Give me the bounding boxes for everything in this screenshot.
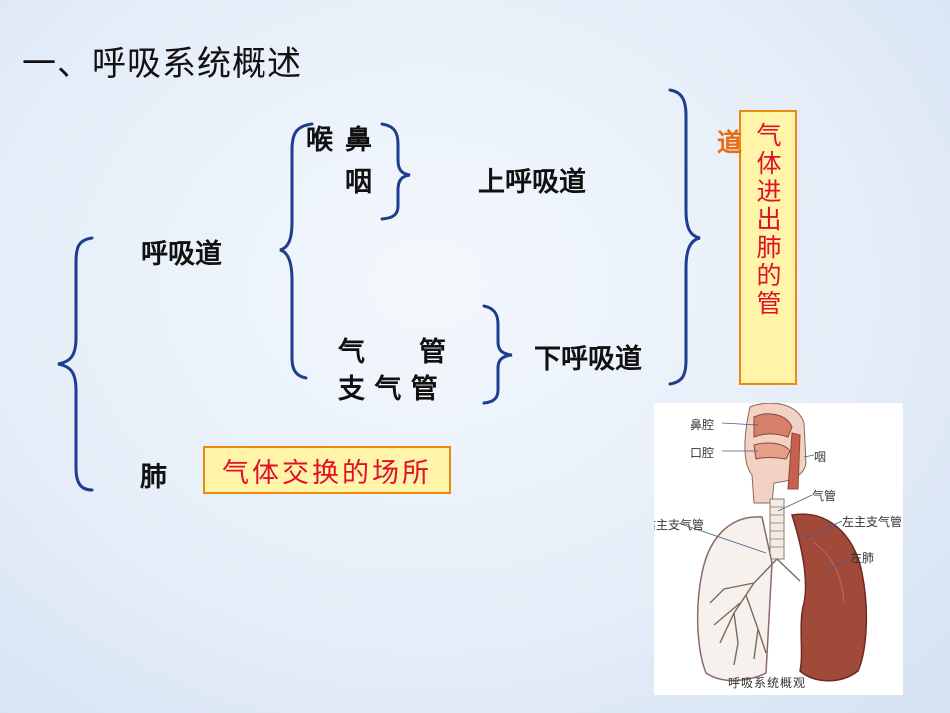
- main-left-brace: [57, 236, 94, 492]
- lower-respiratory-tract-label: 下呼吸道: [534, 344, 642, 375]
- diagram-label-right-bronchus: 右主支气管: [654, 518, 705, 532]
- lung-label: 肺: [140, 462, 167, 493]
- diagram-label-pharynx: 咽: [814, 450, 827, 464]
- nasal-cavity-shape: [753, 413, 793, 438]
- diagram-label-left-lung: 左肺: [850, 551, 875, 565]
- right-lung-shape: [696, 516, 773, 682]
- diagram-caption: 呼吸系统概观: [728, 676, 807, 690]
- upper-right-brace: [380, 122, 411, 221]
- diagram-label-left-bronchus: 左主支气管: [842, 515, 903, 529]
- tract-brace: [279, 122, 314, 380]
- diagram-label-oral-cavity: 口腔: [690, 446, 715, 460]
- pharynx-label: 咽: [345, 167, 372, 198]
- anatomy-illustration: [677, 403, 868, 682]
- diagram-label-trachea: 气管: [812, 489, 837, 503]
- tract-function-overflow-char: 道: [717, 128, 743, 157]
- respiratory-tract-label: 呼吸道: [141, 239, 222, 270]
- trachea-label: 气 管: [338, 337, 446, 368]
- upper-respiratory-tract-label: 上呼吸道: [478, 167, 586, 198]
- respiratory-system-diagram: 鼻腔 口腔 咽 气管 右主支气管 左主支气管 左肺 呼吸系统概观: [654, 403, 903, 695]
- tract-function-note: 气体进出肺的管: [739, 110, 797, 385]
- left-lung-shape: [791, 513, 868, 682]
- larynx-label: 喉: [306, 125, 333, 156]
- oral-cavity-shape: [753, 442, 791, 460]
- lower-right-brace: [482, 304, 513, 405]
- pharynx-shape: [787, 432, 801, 490]
- lung-function-note: 气体交换的场所: [203, 446, 451, 494]
- trachea-shape: [769, 498, 785, 560]
- slide-title: 一、呼吸系统概述: [22, 44, 302, 84]
- nose-label: 鼻: [345, 125, 372, 156]
- function-right-brace: [668, 88, 701, 386]
- diagram-label-nasal-cavity: 鼻腔: [690, 418, 715, 432]
- bronchus-label: 支 气 管: [338, 374, 438, 405]
